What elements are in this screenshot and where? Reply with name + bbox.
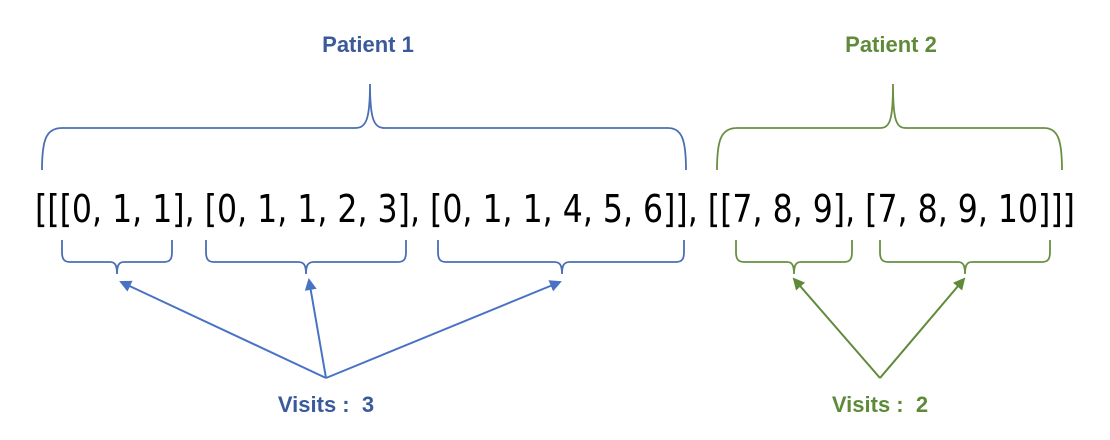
visit-brace-1-1 (61, 240, 173, 275)
visit-arrow-1-1 (119, 280, 327, 379)
patient-1-visits-label: Visits : 3 (278, 392, 374, 417)
patient-1-brace (41, 83, 687, 171)
visit-brace-1-2 (205, 240, 407, 275)
patient-2-visits-label: Visits : 2 (832, 392, 928, 417)
patient-2-label: Patient 2 (845, 32, 937, 57)
visit-brace-2-2 (879, 240, 1051, 275)
visit-arrow-2-2 (879, 277, 966, 379)
patient-1-label: Patient 1 (322, 32, 414, 57)
visit-brace-1-3 (437, 240, 685, 275)
visit-sequence: [[[0, 1, 1], [0, 1, 1, 2, 3], [0, 1, 1, … (35, 187, 1075, 231)
patient-2-brace (716, 83, 1063, 171)
visit-arrow-2-1 (792, 277, 881, 379)
visit-arrow-1-2 (304, 278, 327, 379)
visit-arrow-1-3 (325, 280, 562, 379)
visit-brace-2-1 (735, 240, 853, 275)
